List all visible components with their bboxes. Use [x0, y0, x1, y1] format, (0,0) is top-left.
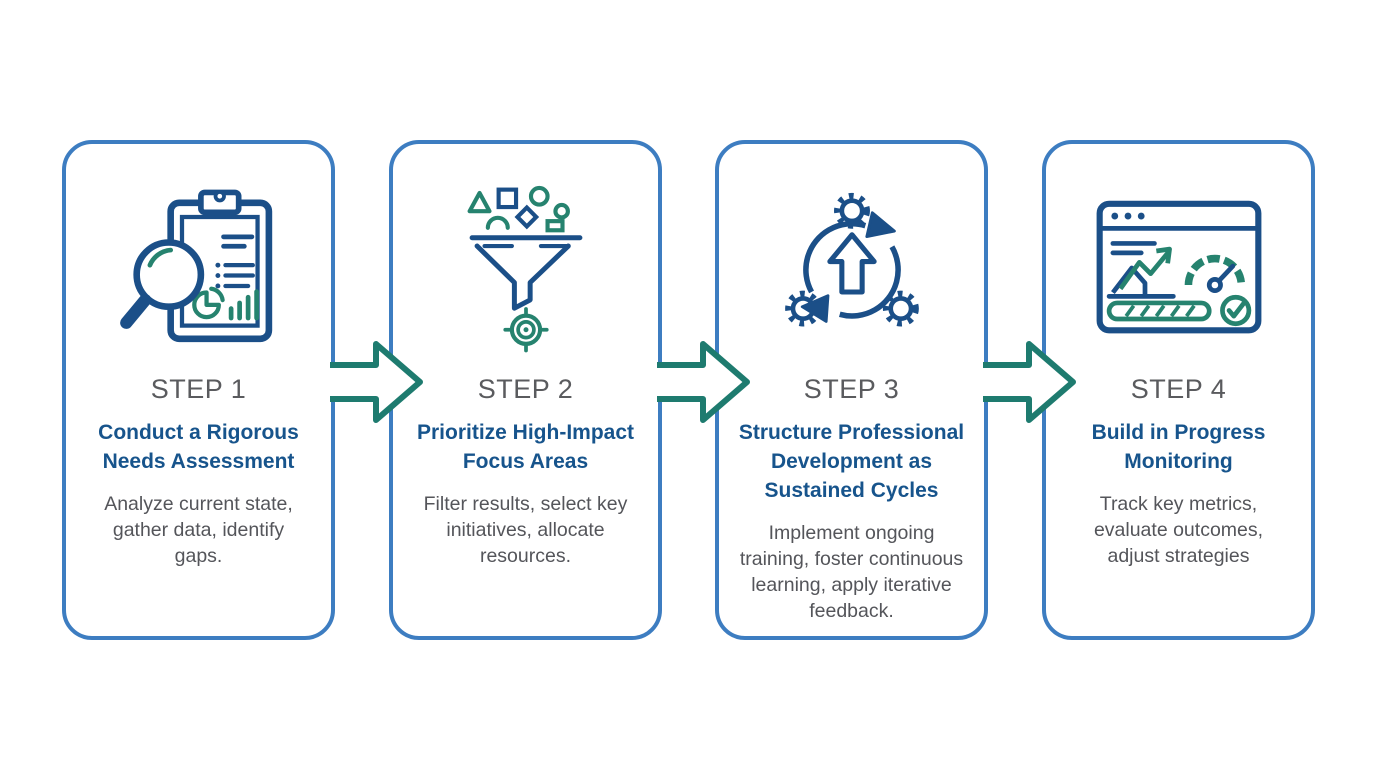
cycle-gears-icon: [769, 182, 935, 354]
step-description: Track key metrics, evaluate outcomes, ad…: [1093, 493, 1264, 568]
step-card-3: STEP 3 Structure Professional Developmen…: [715, 140, 988, 640]
step-description: Implement ongoing training, foster conti…: [739, 522, 964, 623]
progress-dashboard-icon: [1094, 182, 1264, 354]
step-description: Analyze current state, gather data, iden…: [104, 493, 293, 568]
step-card-2: STEP 2 Prioritize High-Impact Focus Area…: [389, 140, 662, 640]
step-title: Prioritize High-Impact Focus Areas: [416, 421, 635, 474]
step-card-1: STEP 1 Conduct a Rigorous Needs Assessme…: [62, 140, 335, 640]
step-label: STEP 2: [477, 374, 574, 404]
step-label: STEP 3: [803, 374, 900, 404]
step-label: STEP 1: [150, 374, 247, 404]
arrow-right-icon-3: [983, 341, 1076, 423]
arrow-right-icon-1: [330, 341, 423, 423]
arrow-right-icon-2: [657, 341, 750, 423]
step-title: Structure Professional Development as Su…: [738, 421, 965, 503]
clipboard-magnifier-icon: [114, 182, 284, 354]
step-title: Build in Progress Monitoring: [1091, 421, 1266, 474]
step-title: Conduct a Rigorous Needs Assessment: [98, 421, 299, 474]
step-card-4: STEP 4 Build in Progress Monitoring Trac…: [1042, 140, 1315, 640]
funnel-target-icon: [450, 182, 602, 354]
step-description: Filter results, select key initiatives, …: [423, 493, 628, 568]
gear-bottom-right: [882, 290, 919, 327]
step-label: STEP 4: [1130, 374, 1227, 404]
